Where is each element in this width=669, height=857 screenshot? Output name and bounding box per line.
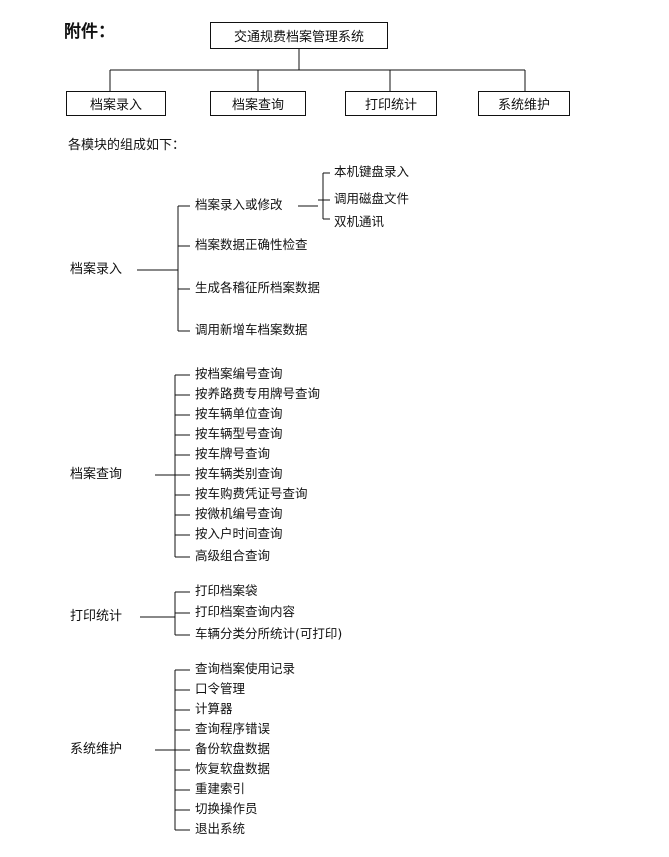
entry-item: 档案录入或修改: [195, 197, 283, 212]
attachment-heading: 附件：: [64, 22, 115, 42]
maint-item: 退出系统: [195, 821, 246, 836]
query-item: 按车牌号查询: [195, 446, 271, 461]
query-item: 按车购费凭证号查询: [195, 486, 308, 501]
query-item: 按养路费专用牌号查询: [195, 386, 321, 401]
composition-intro: 各模块的组成如下：: [68, 138, 186, 153]
maint-item: 备份软盘数据: [195, 741, 271, 756]
entry-item: 档案数据正确性检查: [195, 237, 308, 252]
query-item: 按车辆型号查询: [195, 426, 283, 441]
query-item: 高级组合查询: [195, 548, 271, 563]
module-box-print: 打印统计: [345, 91, 437, 116]
group-label-print: 打印统计: [70, 609, 123, 624]
query-item: 按档案编号查询: [195, 366, 283, 381]
module-box-entry: 档案录入: [66, 91, 166, 116]
system-title: 交通规费档案管理系统: [233, 30, 364, 45]
maint-item: 切换操作员: [195, 801, 258, 816]
entry-sub-item: 本机键盘录入: [334, 164, 410, 179]
maint-item: 计算器: [195, 701, 233, 716]
entry-item: 生成各稽征所档案数据: [195, 280, 321, 295]
module-label: 档案录入: [89, 98, 142, 113]
module-label: 系统维护: [497, 98, 550, 113]
maint-item: 恢复软盘数据: [195, 761, 271, 776]
maint-item: 重建索引: [195, 781, 246, 796]
module-box-query: 档案查询: [210, 91, 306, 116]
query-item: 按入户时间查询: [195, 526, 283, 541]
group-label-maint: 系统维护: [70, 742, 123, 757]
entry-item: 调用新增车档案数据: [195, 322, 308, 337]
maint-item: 查询程序错误: [195, 721, 271, 736]
module-label: 打印统计: [364, 98, 417, 113]
group-label-query: 档案查询: [70, 467, 123, 482]
query-item: 按微机编号查询: [195, 506, 283, 521]
module-label: 档案查询: [231, 98, 284, 113]
entry-sub-item: 双机通讯: [334, 214, 385, 229]
print-item: 车辆分类分所统计(可打印): [195, 626, 343, 641]
module-box-maint: 系统维护: [478, 91, 570, 116]
query-item: 按车辆单位查询: [195, 406, 283, 421]
query-item: 按车辆类别查询: [195, 466, 283, 481]
maint-item: 查询档案使用记录: [195, 661, 296, 676]
group-label-entry: 档案录入: [70, 262, 123, 277]
entry-sub-item: 调用磁盘文件: [334, 191, 410, 206]
maint-item: 口令管理: [195, 681, 246, 696]
print-item: 打印档案查询内容: [195, 604, 296, 619]
system-title-box: 交通规费档案管理系统: [210, 22, 388, 49]
print-item: 打印档案袋: [195, 583, 258, 598]
